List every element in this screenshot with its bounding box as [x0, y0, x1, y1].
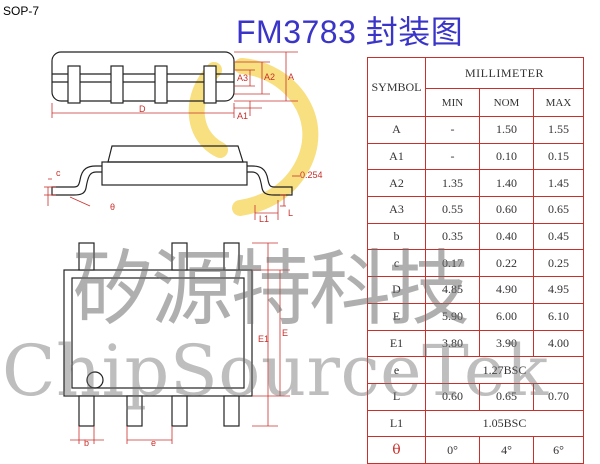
dim-A2-label: A2 [264, 72, 275, 82]
value-cell-min: 0° [425, 436, 480, 464]
dim-gauge-label: 0.254 [300, 170, 323, 180]
value-cell-max: 4.95 [533, 276, 584, 304]
top-lead [223, 242, 240, 271]
side-view-lead [154, 65, 168, 104]
side-view-lead [67, 65, 81, 104]
value-cell-max: 0.65 [533, 196, 584, 224]
value-cell-nom: 4.90 [479, 276, 534, 304]
dim-theta-label: θ [110, 202, 115, 212]
value-cell-min: 4.85 [425, 276, 480, 304]
end-view-lead-left [51, 165, 102, 196]
value-cell-max: 6° [533, 436, 584, 464]
value-cell-span: 1.05BSC [425, 409, 584, 438]
dim-E1-label: E1 [258, 334, 269, 344]
symbol-cell: e [367, 356, 426, 384]
dim-E-label: E [282, 328, 288, 338]
col-header-min: MIN [425, 88, 480, 117]
end-view-base [101, 161, 248, 186]
bottom-lead [78, 395, 95, 427]
value-cell-nom: 0.22 [479, 249, 534, 278]
symbol-cell: L1 [367, 409, 426, 438]
dim-L-label: L [288, 208, 293, 218]
value-cell-min: 1.35 [425, 169, 480, 198]
value-cell-max: 0.15 [533, 142, 584, 171]
page-title: FM3783 封装图 [236, 14, 464, 50]
value-cell-max: 0.25 [533, 249, 584, 278]
top-view-body-outer [63, 269, 253, 397]
top-lead [78, 242, 95, 271]
dim-A3-label: A3 [237, 73, 248, 83]
value-cell-max: 1.55 [533, 116, 584, 144]
value-cell-min: 0.60 [425, 382, 480, 411]
side-view-body [51, 51, 235, 102]
unit-header: MILLIMETER [425, 57, 584, 89]
side-view-lead [203, 65, 217, 104]
side-view-dimensions [51, 51, 298, 118]
logo-arc-right [232, 58, 319, 216]
symbol-cell: E [367, 302, 426, 331]
symbol-cell: A [367, 116, 426, 144]
value-cell-nom: 0.40 [479, 222, 534, 251]
value-cell-nom: 0.10 [479, 142, 534, 171]
dim-A-label: A [288, 72, 294, 82]
symbol-cell: A1 [367, 142, 426, 171]
package-label: SOP-7 [3, 4, 40, 18]
symbol-cell: θ [367, 436, 426, 464]
dim-A1-label: A1 [237, 111, 248, 121]
bottom-lead [126, 395, 143, 427]
symbol-header: SYMBOL [367, 57, 426, 117]
value-cell-min: - [425, 116, 480, 144]
watermark-english: ChipSourceTek [2, 330, 549, 412]
top-lead [171, 242, 188, 271]
value-cell-nom: 0.60 [479, 196, 534, 224]
value-cell-min: 0.55 [425, 196, 480, 224]
side-view-lead [110, 65, 124, 104]
symbol-cell: L [367, 382, 426, 411]
end-view [51, 145, 293, 196]
value-cell-max: 0.45 [533, 222, 584, 251]
dim-L1-label: L1 [259, 214, 269, 224]
value-cell-nom: 1.40 [479, 169, 534, 198]
bottom-lead [171, 395, 188, 427]
side-view [51, 51, 235, 104]
package-drawing: A A2 A3 A1 D c θ 0.254 L1 L [44, 51, 323, 448]
dim-D-label: D [139, 104, 146, 114]
value-cell-nom: 6.00 [479, 302, 534, 331]
top-view-dimensions [70, 242, 290, 444]
value-cell-max: 6.10 [533, 302, 584, 331]
value-cell-min: 0.17 [425, 249, 480, 278]
symbol-cell: A3 [367, 196, 426, 224]
dim-b-label: b [84, 438, 89, 448]
value-cell-max: 1.45 [533, 169, 584, 198]
top-view [63, 242, 253, 427]
dim-e-label: e [151, 438, 156, 448]
value-cell-min: - [425, 142, 480, 171]
col-header-nom: NOM [479, 88, 534, 117]
end-view-dimensions [44, 175, 300, 220]
dim-c-label: c [56, 168, 61, 178]
symbol-cell: A2 [367, 169, 426, 198]
value-cell-nom: 4° [479, 436, 534, 464]
value-cell-nom: 1.50 [479, 116, 534, 144]
bottom-lead [223, 395, 240, 427]
col-header-max: MAX [533, 88, 584, 117]
symbol-cell: c [367, 249, 426, 278]
end-view-lead-right [247, 165, 293, 196]
value-cell-min: 5.90 [425, 302, 480, 331]
watermark-chinese: 矽源特科技 [72, 242, 470, 337]
pin1-marker [86, 371, 104, 389]
top-view-body-inner [71, 277, 245, 389]
